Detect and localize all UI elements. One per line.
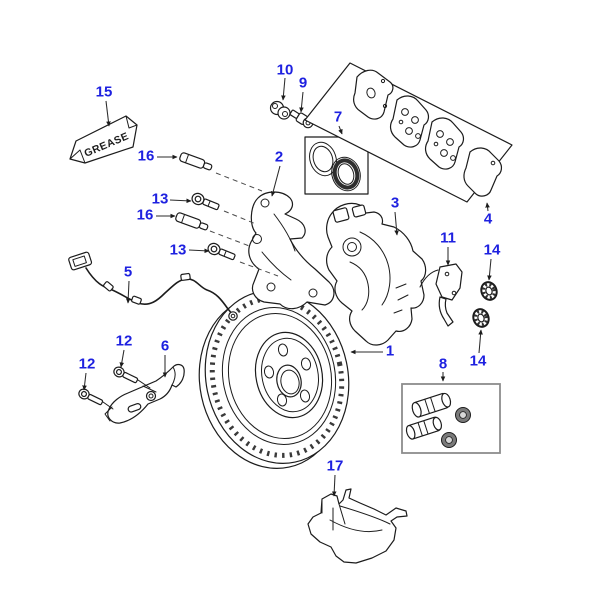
callout-4: 4 [483,210,493,228]
callout-14-upper: 14 [483,241,501,259]
callout-11: 11 [440,229,456,247]
carrier-bolt-lower [207,242,236,261]
callout-9: 9 [298,74,308,92]
callout-5: 5 [123,263,133,281]
caliper-carrier-bracket [248,191,335,310]
bracket-bolt-lower [78,388,104,406]
piston-seal-ring [309,141,337,177]
brake-pad-backplate-1 [389,95,430,148]
bracket-bolt-upper [113,366,139,384]
callout-16-lower: 16 [136,206,154,224]
callout-7: 7 [333,108,343,126]
callout-13-lower: 13 [169,241,187,259]
leader-lines [82,77,492,497]
brake-pad-kit-box [304,62,513,203]
seal-kit-box [304,136,369,195]
lock-washer-lower [472,308,490,328]
sleeve-lower [405,416,443,440]
caliper-piston-bore [342,237,362,257]
callout-6: 6 [160,337,170,355]
guide-sleeve-kit-box [401,383,501,454]
callout-2: 2 [274,148,284,166]
brake-caliper [326,202,427,346]
callout-14-lower: 14 [469,352,487,370]
grease-sachet: GREASE [69,115,138,164]
brake-pad-outer-1 [353,69,394,120]
carrier-bolt-upper [191,192,220,211]
callout-3: 3 [390,194,400,212]
brake-pad-outer-2 [463,147,503,197]
callout-8: 8 [438,355,448,373]
bolt-guide-line-upper [137,379,151,389]
bleed-screw-cap [269,100,291,120]
lock-washer-upper [480,281,498,301]
wire-connector [228,311,238,321]
anchor-bracket [104,363,185,424]
sleeve-upper [411,392,452,418]
guide-pin-lower [175,212,209,231]
guide-pin-upper [179,152,213,171]
callout-10: 10 [276,61,294,79]
brake-pad-backplate-2 [424,117,465,170]
callout-17: 17 [326,457,344,475]
bolt-guide-line-lower [102,401,114,410]
callout-1: 1 [385,342,395,360]
callout-12-upper: 12 [115,332,133,350]
brake-disc [198,290,350,469]
callout-12-lower: 12 [78,355,96,373]
dust-boot-ring [331,156,361,192]
callout-13-upper: 13 [151,190,169,208]
assembly-alignment-lines [209,172,279,277]
abs-sensor-wire [68,251,238,321]
pad-spring-clip [419,263,463,327]
callout-16-upper: 16 [137,147,155,165]
rotor-lug-holes [263,343,312,407]
splash-shield [307,488,408,564]
callout-15: 15 [95,83,113,101]
rotor-vent-ticks [209,296,345,458]
